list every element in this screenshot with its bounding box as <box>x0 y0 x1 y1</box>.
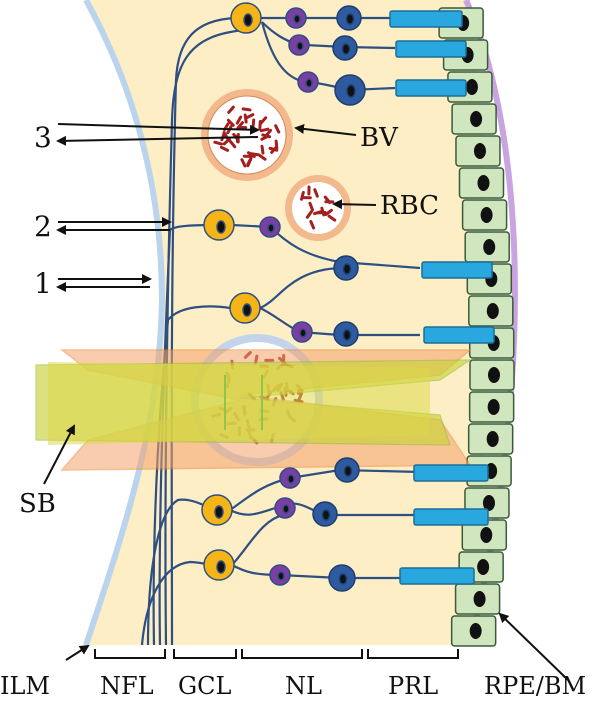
red-blood-cell <box>240 158 247 168</box>
layer-label-gcl: GCL <box>178 672 232 700</box>
label-3: 3 <box>34 121 52 154</box>
rpe-cell <box>469 359 515 391</box>
rpe-cell <box>468 391 515 423</box>
label-bv: BV <box>360 123 399 153</box>
amacrine-cells <box>259 7 319 586</box>
inner-limiting-membrane <box>83 0 166 646</box>
rpe-cell <box>461 199 508 231</box>
red-blood-cell <box>213 140 224 146</box>
red-blood-cell <box>324 208 333 216</box>
red-blood-cell <box>301 196 312 200</box>
retinal-tissue <box>86 0 489 645</box>
red-blood-cell <box>313 188 319 198</box>
red-blood-cell <box>307 185 311 196</box>
red-blood-cell <box>227 105 235 114</box>
rpe-cell <box>458 167 505 199</box>
red-blood-cell <box>270 145 278 154</box>
rpe-cell <box>451 103 497 135</box>
red-blood-cell <box>305 210 313 219</box>
rpe-cell <box>467 423 514 455</box>
layer-label-nl: NL <box>285 672 322 700</box>
red-blood-cell <box>257 153 267 161</box>
red-blood-cell <box>246 157 253 168</box>
photoreceptor-layer <box>389 10 495 585</box>
red-blood-cell <box>246 151 256 159</box>
red-blood-cell <box>236 121 244 130</box>
annotation-arrows <box>43 123 569 681</box>
rpe-cell <box>450 615 497 647</box>
blood-vessel-rbc <box>285 175 351 241</box>
red-blood-cell <box>259 127 270 133</box>
red-blood-cell <box>235 115 243 125</box>
red-blood-cell <box>243 113 248 124</box>
red-blood-cell <box>222 137 231 146</box>
layer-label-ilm: ILM <box>0 672 50 700</box>
red-blood-cell <box>228 139 237 149</box>
red-blood-cell <box>261 133 272 139</box>
red-blood-cell <box>226 118 235 127</box>
label-1: 1 <box>34 267 52 300</box>
red-blood-cell <box>241 107 252 112</box>
label-2: 2 <box>34 210 52 243</box>
rpe-cell <box>455 135 501 167</box>
red-blood-cell <box>300 190 305 201</box>
red-blood-cell <box>327 214 337 222</box>
red-blood-cell <box>274 124 281 134</box>
layer-label-prl: PRL <box>388 672 438 700</box>
layer-label-rpe-bm: RPE/BM <box>484 672 586 700</box>
ganglion-cells <box>201 2 262 581</box>
bipolar-cells <box>312 5 366 592</box>
layer-brackets <box>94 649 459 659</box>
label-rbc: RBC <box>380 191 439 221</box>
rpe-cell <box>464 231 510 263</box>
rpe-cell <box>461 519 508 551</box>
red-blood-cell <box>324 200 335 204</box>
layer-label-nfl: NFL <box>100 672 154 700</box>
red-blood-cell <box>320 206 326 217</box>
red-blood-cell <box>260 144 265 155</box>
scanning-beam <box>35 349 473 471</box>
red-blood-cell <box>309 220 316 230</box>
rpe-cell <box>454 583 501 615</box>
rpe-cell <box>468 295 514 327</box>
red-blood-cell <box>245 113 255 120</box>
red-blood-cell <box>219 145 230 152</box>
rpe-cell-layer <box>438 7 515 647</box>
label-sb: SB <box>19 489 56 519</box>
blood-vessel-top <box>201 89 293 181</box>
red-blood-cell <box>308 201 314 212</box>
